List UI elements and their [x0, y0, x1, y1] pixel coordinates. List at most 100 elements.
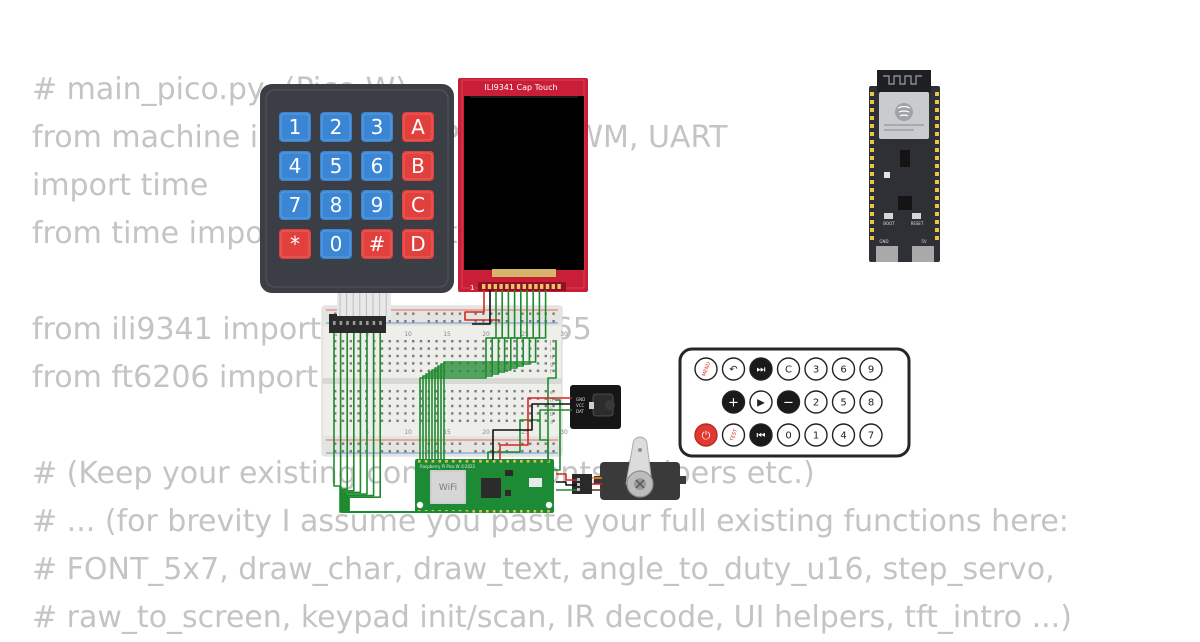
remote-button	[831, 390, 856, 414]
keypad-key-label: 5	[330, 154, 343, 178]
pico-board-text: Raspberry Pi Pico W ©2022	[420, 464, 476, 469]
remote-button	[721, 423, 746, 447]
breadboard-column-number: 15	[443, 429, 451, 436]
remote-button-label: 6	[840, 365, 846, 376]
remote-button-label: 4	[840, 431, 846, 442]
esp32-reset-label: RESET	[911, 221, 924, 226]
remote-button	[804, 423, 828, 447]
remote-button	[859, 390, 883, 414]
wire	[422, 290, 504, 460]
pin-header	[329, 314, 386, 333]
breadboard-row-letter: g	[550, 362, 553, 368]
keypad-key	[361, 229, 393, 259]
remote-button	[694, 423, 718, 447]
wire	[547, 340, 557, 460]
breadboard-row-letter: b	[550, 412, 553, 418]
remote-button-label: 1	[813, 431, 819, 442]
keypad-key	[279, 229, 311, 259]
raspberry-pi-pico-w: Raspberry Pi Pico W ©2022 WiFi	[415, 459, 554, 513]
code-line: # ... (for brevity I assume you paste yo…	[32, 504, 1069, 539]
remote-button	[859, 423, 883, 447]
keypad-key-label: 7	[289, 193, 302, 217]
keypad-key	[320, 112, 352, 142]
remote-button	[776, 390, 801, 414]
display-pin-label: 1	[470, 284, 474, 292]
breadboard-row-letter: c	[550, 405, 553, 411]
keypad-key-label: 2	[330, 115, 343, 139]
ili9341-display: ILI9341 Cap Touch 1	[458, 78, 588, 292]
remote-button-label: 8	[868, 398, 874, 409]
breadboard-row-letter: f	[550, 370, 552, 376]
ir-receiver-pin-label: DAT	[576, 409, 584, 414]
breadboard-row-letter: i	[550, 347, 551, 353]
remote-button	[694, 357, 718, 381]
keypad-key	[402, 112, 434, 142]
breadboard-row-letter: a	[550, 420, 553, 426]
remote-button	[831, 423, 856, 447]
keypad-key-label: C	[411, 193, 425, 217]
remote-button	[776, 357, 801, 381]
keypad-key-label: A	[411, 115, 425, 139]
keypad-key	[402, 151, 434, 181]
code-line: # raw_to_screen, keypad init/scan, IR de…	[32, 600, 1072, 635]
breadboard-row-letter: e	[550, 390, 553, 396]
keypad-key	[279, 112, 311, 142]
wire	[540, 399, 561, 471]
remote-button	[859, 357, 883, 381]
breadboard-column-number: 10	[404, 331, 412, 338]
remote-button-label: ⏻	[702, 429, 711, 442]
code-line: # FONT_5x7, draw_char, draw_text, angle_…	[32, 552, 1055, 587]
remote-button-label: −	[783, 396, 794, 411]
breadboard-row-letter: d	[550, 397, 553, 403]
ir-receiver-pin-label: VCC	[576, 403, 585, 408]
remote-button-label: ▶	[757, 398, 765, 409]
wire	[472, 290, 491, 325]
wire	[437, 290, 535, 460]
remote-button-label: +	[728, 396, 739, 411]
remote-button	[804, 390, 828, 414]
servo-motor	[572, 436, 686, 500]
wire	[428, 290, 516, 460]
keypad-key	[361, 112, 393, 142]
breadboard-column-number: 1	[334, 331, 338, 338]
wire	[499, 397, 572, 460]
breadboard-column-number: 20	[482, 331, 490, 338]
remote-button	[804, 357, 828, 381]
esp32-gnd-label: GND	[879, 239, 888, 244]
keypad-key	[279, 151, 311, 181]
wire	[492, 403, 572, 460]
esp32-boot-label: BOOT	[883, 221, 895, 226]
remote-button-label: 2	[813, 398, 819, 409]
remote-button-label: C	[785, 365, 792, 376]
keypad-key	[402, 229, 434, 259]
wire	[464, 290, 500, 321]
remote-button	[831, 357, 856, 381]
wire	[419, 290, 497, 460]
ir-receiver-pin-label: GND	[576, 397, 585, 402]
breadboard-column-number: 30	[560, 331, 568, 338]
display-label: ILI9341 Cap Touch	[484, 83, 557, 92]
keypad-key	[320, 151, 352, 181]
keypad-key-label: 1	[289, 115, 302, 139]
breadboard-column-number: 10	[404, 429, 412, 436]
wire	[431, 290, 522, 460]
keypad-key-label: 8	[330, 193, 343, 217]
keypad-key-label: D	[410, 232, 425, 256]
breadboard-row-letter: h	[550, 355, 553, 361]
remote-button-label: ↶	[729, 365, 737, 376]
wires	[333, 290, 602, 513]
remote-button-label: ⏭	[757, 365, 766, 376]
remote-button-label: ⏮	[757, 431, 766, 442]
breadboard-column-number: 30	[560, 429, 568, 436]
remote-button-label: MENU	[701, 361, 712, 377]
keypad-key-label: 6	[371, 154, 384, 178]
keypad-key	[320, 190, 352, 220]
wire	[556, 473, 577, 481]
esp32-board: BOOT RESET GND 5V	[869, 70, 940, 262]
wire	[434, 290, 528, 460]
keypad-key-label: B	[411, 154, 425, 178]
wire	[440, 290, 541, 460]
